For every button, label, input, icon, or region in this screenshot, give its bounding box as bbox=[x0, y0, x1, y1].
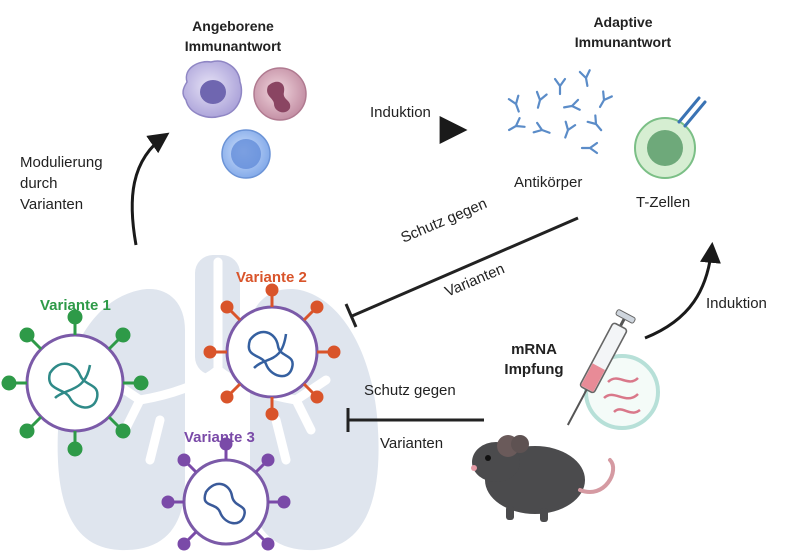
virus-variant-1 bbox=[1, 309, 149, 457]
mrna-line1: mRNA bbox=[511, 341, 557, 358]
antibodies-label: Antikörper bbox=[514, 174, 583, 191]
protection-label-low-2: Varianten bbox=[380, 435, 444, 452]
mrna-title: mRNA Impfung bbox=[494, 340, 574, 380]
modulation-line3: Varianten bbox=[20, 196, 84, 213]
tcells-label: T-Zellen bbox=[636, 194, 691, 211]
variant-3-label: Variante 3 bbox=[184, 429, 255, 446]
modulation-arrow bbox=[130, 132, 170, 246]
antibodies-cluster bbox=[507, 69, 613, 155]
variant-1-label: Variante 1 bbox=[40, 297, 111, 314]
modulation-line1: Modulierung bbox=[20, 154, 103, 171]
lymphocyte-cell bbox=[221, 129, 271, 179]
variant-2-label: Variante 2 bbox=[236, 269, 307, 286]
induction-arrow-right bbox=[644, 241, 721, 340]
modulation-line2: durch bbox=[20, 175, 58, 192]
adaptive-title-line2: Immunantwort bbox=[574, 34, 672, 50]
adaptive-title-line1: Adaptive bbox=[593, 14, 653, 30]
induction-label-right: Induktion bbox=[706, 295, 767, 312]
neutrophil-cell bbox=[253, 67, 307, 121]
mrna-line2: Impfung bbox=[504, 361, 564, 378]
macrophage-cell bbox=[182, 60, 243, 118]
innate-cells bbox=[182, 60, 307, 179]
induction-label-top: Induktion bbox=[370, 104, 431, 121]
protection-label-low-1: Schutz gegen bbox=[364, 382, 456, 399]
syringe-icon bbox=[566, 309, 636, 426]
adaptive-title: Adaptive Immunantwort bbox=[560, 12, 686, 52]
virus-variant-2 bbox=[203, 283, 341, 421]
innate-title-line2: Immunantwort bbox=[184, 38, 282, 54]
modulation-label: Modulierung durch Varianten bbox=[20, 152, 103, 215]
mouse-illustration bbox=[471, 435, 616, 522]
virus-variant-3 bbox=[161, 437, 291, 551]
t-cell bbox=[634, 96, 707, 179]
protection-inhibit-diagonal bbox=[344, 216, 579, 328]
protection-inhibit-lower bbox=[346, 408, 484, 432]
innate-title: Angeborene Immunantwort bbox=[170, 16, 296, 56]
innate-title-line1: Angeborene bbox=[192, 18, 274, 34]
